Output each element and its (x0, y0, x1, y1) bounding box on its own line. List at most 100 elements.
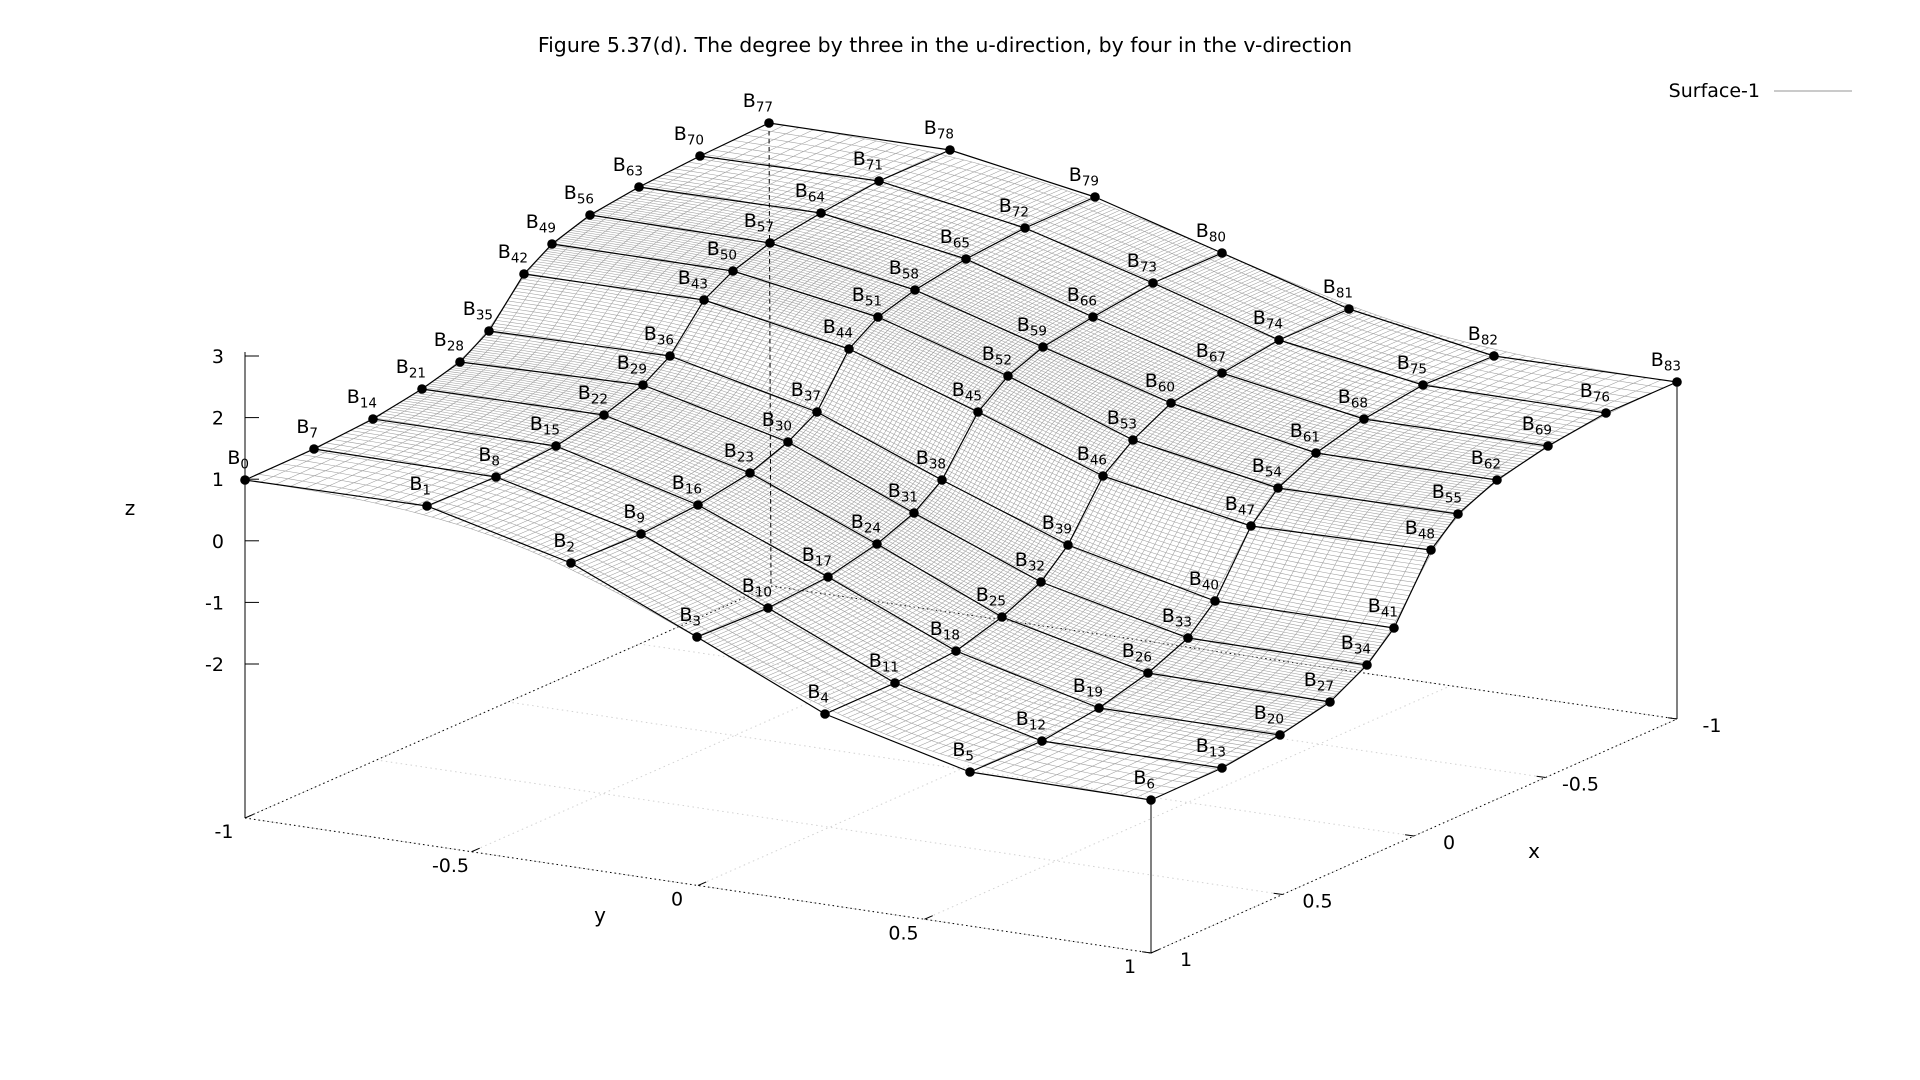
label-main: B (791, 379, 804, 401)
control-point-dot (1418, 380, 1428, 390)
control-point-dot (1088, 312, 1098, 322)
control-point-dot (1601, 408, 1611, 418)
label-main: B (613, 154, 626, 176)
label-subscript: 45 (965, 389, 982, 405)
label-main: B (916, 447, 929, 469)
control-point-dot (1038, 342, 1048, 352)
control-point-label: B79 (1069, 164, 1099, 190)
control-point-label: B60 (1145, 370, 1175, 396)
control-point-label: B68 (1338, 386, 1368, 412)
label-subscript: 61 (1303, 430, 1320, 446)
control-point-dot (844, 344, 854, 354)
z-tick-label: 3 (212, 346, 224, 368)
label-subscript: 60 (1158, 380, 1175, 396)
label-main: B (952, 739, 965, 761)
label-subscript: 47 (1238, 503, 1255, 519)
label-subscript: 17 (815, 554, 832, 570)
label-main: B (1077, 443, 1090, 465)
control-point-label: B67 (1196, 340, 1226, 366)
label-subscript: 73 (1140, 260, 1157, 276)
label-subscript: 26 (1135, 650, 1152, 666)
label-main: B (823, 316, 836, 338)
label-subscript: 5 (965, 749, 974, 765)
control-point-dot (692, 632, 702, 642)
label-subscript: 37 (804, 389, 821, 405)
control-point-dot (1359, 414, 1369, 424)
label-subscript: 80 (1209, 230, 1226, 246)
label-subscript: 25 (989, 594, 1006, 610)
y-axis: -1-0.500.51 (215, 813, 1160, 978)
label-main: B (999, 195, 1012, 217)
label-subscript: 33 (1175, 615, 1192, 631)
control-point-label: B34 (1341, 632, 1371, 658)
control-point-label: B65 (940, 226, 970, 252)
x-axis: 10.50-0.5-1 (1142, 715, 1721, 971)
base-border (244, 585, 1678, 954)
label-subscript: 35 (476, 308, 493, 324)
control-point-label: B19 (1073, 675, 1103, 701)
control-point-label: B22 (578, 382, 608, 408)
control-point-dot (636, 529, 646, 539)
label-main: B (644, 323, 657, 345)
label-main: B (1225, 493, 1238, 515)
label-subscript: 57 (757, 220, 774, 236)
control-point-label: B62 (1471, 447, 1501, 473)
control-point-dot (1217, 248, 1227, 258)
label-main: B (463, 298, 476, 320)
control-point-dot (1274, 335, 1284, 345)
label-subscript: 34 (1354, 642, 1371, 658)
label-subscript: 48 (1418, 527, 1435, 543)
label-main: B (807, 681, 820, 703)
label-subscript: 15 (543, 423, 560, 439)
x-tick (1536, 775, 1546, 778)
label-subscript: 75 (1410, 362, 1427, 378)
label-subscript: 50 (720, 248, 737, 264)
label-main: B (1304, 669, 1317, 691)
label-main: B (1397, 352, 1410, 374)
control-point-label: B36 (644, 323, 674, 349)
label-main: B (396, 356, 409, 378)
control-point-dot (1246, 521, 1256, 531)
label-subscript: 69 (1535, 423, 1552, 439)
y-tick (1150, 948, 1160, 954)
label-subscript: 70 (687, 133, 704, 149)
control-point-dot (638, 380, 648, 390)
label-main: B (1471, 447, 1484, 469)
y-tick (244, 813, 254, 819)
label-main: B (1252, 455, 1265, 477)
control-point-label: B46 (1077, 443, 1107, 469)
label-main: B (743, 90, 756, 112)
label-subscript: 3 (692, 614, 701, 630)
label-subscript: 20 (1267, 712, 1284, 728)
control-point-dot (1217, 763, 1227, 773)
label-main: B (1133, 767, 1146, 789)
control-point-label: B45 (952, 379, 982, 405)
label-main: B (672, 472, 685, 494)
control-point-label: B63 (613, 154, 643, 180)
label-subscript: 53 (1120, 417, 1137, 433)
label-main: B (227, 447, 240, 469)
label-main: B (742, 575, 755, 597)
label-main: B (1162, 605, 1175, 627)
label-subscript: 58 (902, 267, 919, 283)
label-subscript: 27 (1317, 679, 1334, 695)
label-main: B (1196, 220, 1209, 242)
label-main: B (930, 618, 943, 640)
control-point-dot (1063, 540, 1073, 550)
control-point-label: B55 (1432, 481, 1462, 507)
label-subscript: 10 (755, 585, 772, 601)
label-main: B (852, 284, 865, 306)
control-point-label: B64 (795, 180, 825, 206)
control-point-dot (872, 539, 882, 549)
control-points (240, 118, 1682, 805)
x-axis-title: x (1528, 839, 1540, 863)
label-subscript: 62 (1484, 457, 1501, 473)
label-subscript: 23 (737, 450, 754, 466)
plot-title: Figure 5.37(d). The degree by three in t… (538, 33, 1352, 57)
control-point-label: B48 (1405, 517, 1435, 543)
control-point-dot (1543, 441, 1553, 451)
control-point-label: B7 (296, 416, 318, 442)
label-main: B (795, 180, 808, 202)
label-main: B (674, 123, 687, 145)
control-point-label: B5 (952, 739, 974, 765)
